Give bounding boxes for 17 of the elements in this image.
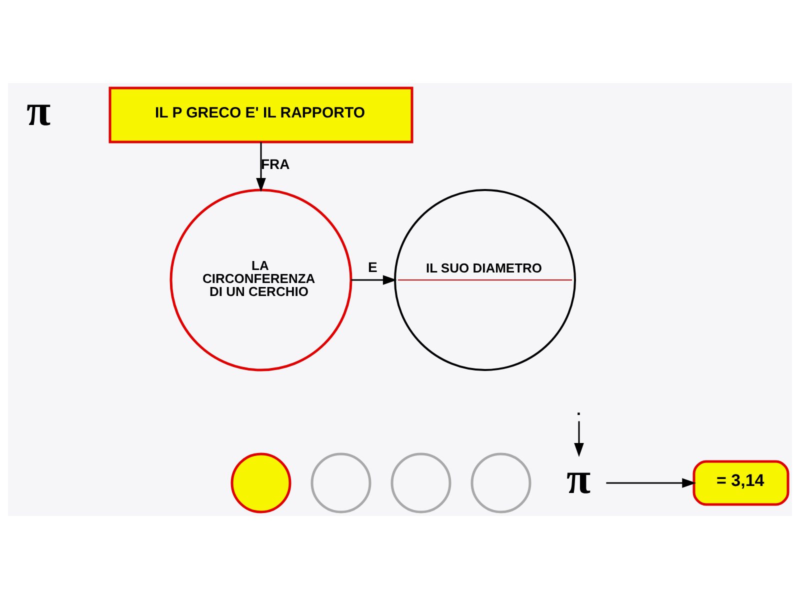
edge-label: FRA [261, 156, 290, 172]
arrow [606, 478, 696, 488]
label: π [26, 86, 51, 135]
node-box: IL P GRECO E' IL RAPPORTO [108, 86, 414, 143]
arrow [351, 274, 397, 284]
node-circle: IL SUO DIAMETRO [394, 188, 576, 370]
node-text: . [576, 401, 581, 418]
node-box: = 3,14 [692, 460, 790, 506]
node-circle [310, 452, 372, 513]
node-circle [470, 452, 532, 513]
arrow [256, 142, 266, 192]
node-circle [390, 452, 452, 513]
node-text: π [566, 454, 591, 503]
arrow [574, 420, 584, 457]
node-circle: LA CIRCONFERENZA DI UN CERCHIO [170, 188, 352, 371]
edge-label: E [368, 258, 378, 275]
node-circle [230, 452, 292, 513]
